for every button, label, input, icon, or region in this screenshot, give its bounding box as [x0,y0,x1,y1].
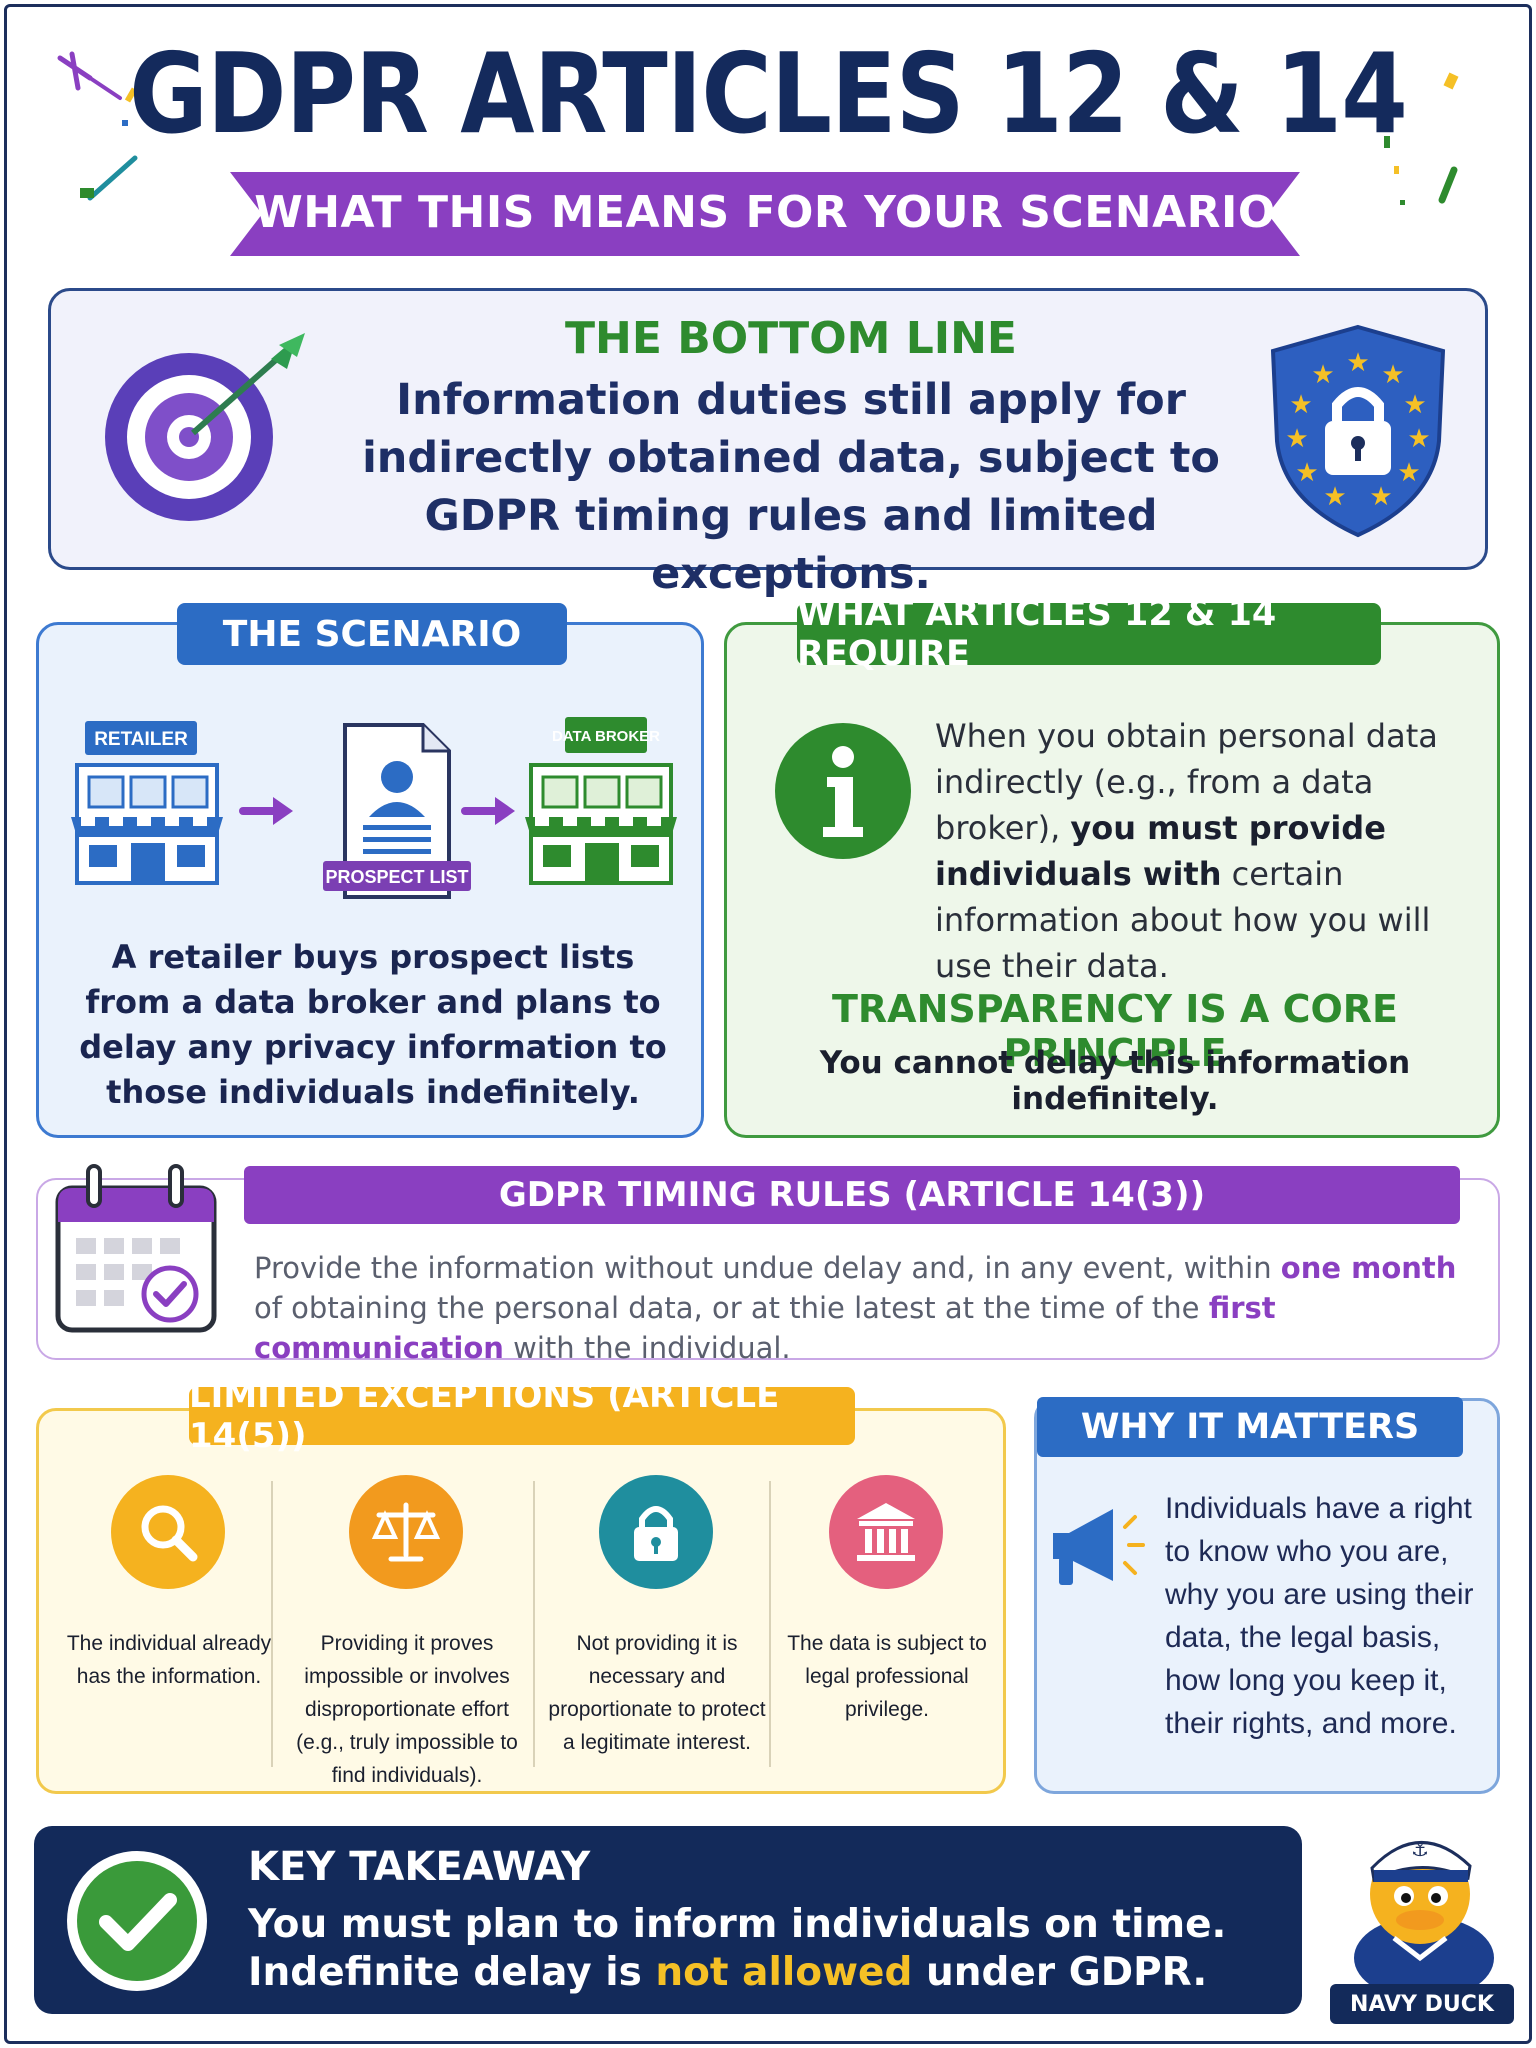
prospect-list-document-icon: PROSPECT LIST [323,723,471,899]
svg-text:★: ★ [1381,360,1404,390]
svg-text:★: ★ [1323,482,1346,512]
svg-text:★: ★ [1289,390,1312,420]
svg-text:★: ★ [1295,458,1318,488]
timing-rules-text: Provide the information without undue de… [254,1248,1484,1368]
exceptions-heading: LIMITED EXCEPTIONS (ARTICLE 14(5)) [189,1376,855,1456]
divider [271,1481,273,1767]
requirements-text-emphasis: you must provide individuals with [935,809,1386,893]
page-frame [4,4,1532,2044]
checkmark-icon [67,1851,207,1991]
scenario-description: A retailer buys prospect lists from a da… [79,938,667,1111]
scales-icon [349,1475,463,1589]
bottom-line-heading: THE BOTTOM LINE [565,313,1017,364]
subtitle-ribbon [230,172,1300,256]
requirements-card: WHAT ARTICLES 12 & 14 REQUIRE When you o… [724,594,1500,1138]
confetti-right-decoration [1384,72,1459,205]
navy-duck-mascot-icon: ⚓ [1354,1837,1494,1998]
requirements-text: When you obtain personal data indirectly… [935,713,1483,989]
scenario-heading: THE SCENARIO [177,603,567,665]
requirements-text-part1: When you obtain personal data indirectly… [935,717,1438,847]
svg-text:★: ★ [1369,482,1392,512]
exception-item: The data is subject to legal professiona… [769,1475,1005,1775]
retailer-label: RETAILER [94,729,188,750]
exception-item: Not providing it is necessary and propor… [539,1475,775,1775]
timing-text-part1: Provide the information without undue de… [254,1251,1281,1285]
exception-item: The individual already has the informati… [51,1475,287,1775]
svg-text:★: ★ [1407,424,1430,454]
exceptions-card: LIMITED EXCEPTIONS (ARTICLE 14(5)) The i… [36,1376,1006,1794]
requirements-text-part3: certain information about how you will u… [935,855,1431,985]
divider [533,1481,535,1767]
arrow-right-icon [461,797,515,825]
transparency-text: You cannot delay this information indefi… [819,1045,1411,1117]
megaphone-icon [1053,1509,1145,1585]
calendar-check-icon [55,1164,217,1333]
info-icon [775,723,911,859]
key-takeaway-line2: Indefinite delay is not allowed under GD… [248,1950,1207,1995]
key-takeaway-line1: You must plan to inform individuals on t… [248,1902,1227,1947]
bottom-line-card: THE BOTTOM LINE Information duties still… [48,288,1488,599]
arrow-right-icon [239,797,293,825]
timing-highlight-first-communication: first communication [254,1291,1276,1365]
data-broker-store-icon: DATA BROKER [525,717,677,885]
transparency-heading: TRANSPARENCY IS A CORE PRINCIPLE [832,987,1398,1075]
svg-text:★: ★ [1403,390,1426,420]
timing-rules-card: GDPR TIMING RULES (ARTICLE 14(3)) Provid… [36,1164,1500,1365]
timing-text-part3: with the individual. [503,1331,791,1365]
timing-highlight-one-month: one month [1280,1251,1457,1285]
svg-text:⚓: ⚓ [1411,1837,1429,1861]
target-icon [105,333,305,521]
page-subtitle: WHAT THIS MEANS FOR YOUR SCENARIO [254,186,1276,238]
exception-item: Providing it proves impossible or involv… [289,1475,525,1787]
svg-text:★: ★ [1397,458,1420,488]
timing-rules-heading: GDPR TIMING RULES (ARTICLE 14(3)) [244,1166,1460,1224]
magnifier-icon [111,1475,225,1589]
requirements-heading: WHAT ARTICLES 12 & 14 REQUIRE [797,594,1381,674]
svg-text:★: ★ [1285,424,1308,454]
bottom-line-text: Information duties still apply for indir… [362,375,1220,599]
exception-text: The individual already has the informati… [66,1632,272,1688]
exception-text: The data is subject to legal professiona… [787,1632,987,1721]
broker-label: DATA BROKER [552,728,660,745]
eu-shield-icon: ★ ★ ★ ★ ★ ★ ★ ★ ★ ★ ★ [1270,324,1446,538]
prospect-list-label: PROSPECT LIST [325,867,468,887]
key-takeaway-highlight: not allowed [655,1950,913,1995]
exception-text: Not providing it is necessary and propor… [548,1632,766,1754]
padlock-icon [599,1475,713,1589]
why-it-matters-text: Individuals have a right to know who you… [1165,1492,1474,1740]
scenario-card: THE SCENARIO RETAILER PROSPECT LIST DATA [36,603,704,1138]
key-takeaway-heading: KEY TAKEAWAY [248,1844,591,1890]
timing-text-part2: of obtaining the personal data, or at th… [254,1291,1209,1325]
courthouse-icon [829,1475,943,1589]
divider [769,1481,771,1767]
page-title: GDPR ARTICLES 12 & 14 [129,29,1408,159]
why-it-matters-card: WHY IT MATTERS Individuals have a right … [1034,1397,1500,1794]
exception-text: Providing it proves impossible or involv… [296,1632,518,1787]
mascot-label: NAVY DUCK [1330,1984,1514,2024]
svg-text:★: ★ [1311,360,1334,390]
svg-text:★: ★ [1346,348,1369,378]
key-takeaway-line2-part1: Indefinite delay is [248,1950,656,1995]
key-takeaway-line2-part2: under GDPR. [912,1950,1208,1995]
key-takeaway-banner: KEY TAKEAWAY You must plan to inform ind… [34,1826,1302,2014]
confetti-left-decoration [57,51,138,201]
why-it-matters-heading: WHY IT MATTERS [1037,1397,1463,1457]
retailer-store-icon: RETAILER [71,721,223,885]
